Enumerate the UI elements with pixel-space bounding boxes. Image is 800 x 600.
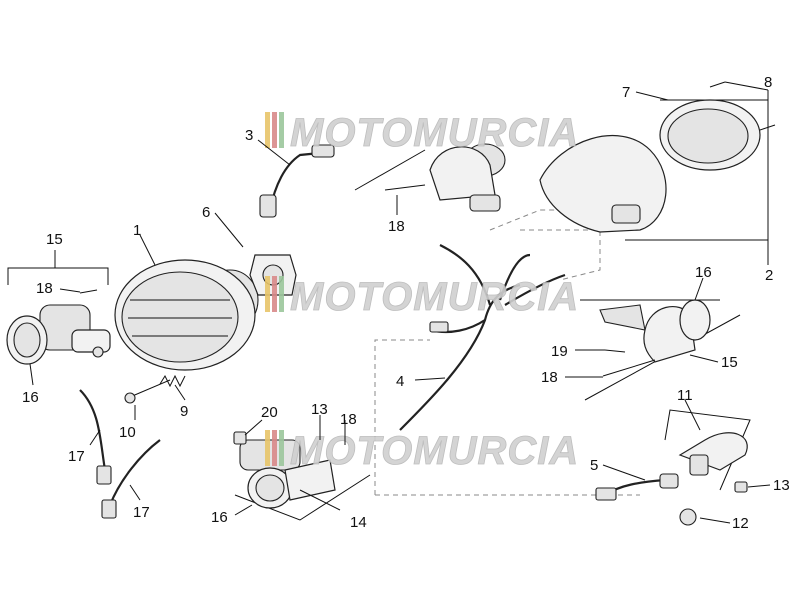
leader-lines <box>29 81 771 524</box>
plate-light-assembly <box>595 432 748 526</box>
callout-12: 12 <box>732 515 749 532</box>
callout-14: 14 <box>350 514 367 531</box>
callout-3: 3 <box>245 127 253 144</box>
left-indicator-assembly <box>6 289 111 365</box>
callout-4: 4 <box>396 373 404 390</box>
callout-18-right: 18 <box>541 369 558 386</box>
watermark-text-top: MOTOMURCIA <box>290 111 579 155</box>
watermark-logo-middle: MOTOMURCIA <box>265 275 579 319</box>
callout-8: 8 <box>764 74 772 91</box>
upper-indicator <box>384 143 506 212</box>
watermark-text-bottom: MOTOMURCIA <box>290 429 579 473</box>
wiring-harness <box>399 244 566 431</box>
callout-17-upper: 17 <box>68 448 85 465</box>
callout-16-lower: 16 <box>211 509 228 526</box>
watermark-logo-top: MOTOMURCIA <box>265 111 579 155</box>
watermark-text-middle: MOTOMURCIA <box>290 275 579 319</box>
callout-2: 2 <box>765 267 773 284</box>
callout-15-right: 15 <box>721 354 738 371</box>
callout-9: 9 <box>180 403 188 420</box>
callout-13-lower: 13 <box>311 401 328 418</box>
callout-17-lower: 17 <box>133 504 150 521</box>
right-indicator-assembly <box>599 299 711 377</box>
callout-5: 5 <box>590 457 598 474</box>
callout-11: 11 <box>677 387 693 404</box>
callout-18-upper: 18 <box>388 218 405 235</box>
callout-18-lower: 18 <box>340 411 357 428</box>
callout-13-plate: 13 <box>773 477 790 494</box>
callout-labels: 1 2 3 4 5 6 7 8 9 10 11 12 13 13 14 15 1… <box>22 74 790 532</box>
callout-7: 7 <box>622 84 630 101</box>
callout-16-left: 16 <box>22 389 39 406</box>
bulb-socket <box>249 254 297 296</box>
callout-10: 10 <box>119 424 136 441</box>
tail-light-assembly <box>539 81 776 233</box>
callout-6: 6 <box>202 204 210 221</box>
callout-18-left: 18 <box>36 280 53 297</box>
callout-1: 1 <box>133 222 141 239</box>
bulb-holder-wire <box>259 144 335 218</box>
callout-20: 20 <box>261 404 278 421</box>
headlight-assembly <box>114 259 259 371</box>
indicator-wires <box>79 389 161 519</box>
adjuster-screw <box>124 374 186 404</box>
callout-15-left: 15 <box>46 231 63 248</box>
watermark-logo-bottom: MOTOMURCIA <box>265 429 579 473</box>
callout-19: 19 <box>551 343 568 360</box>
callout-16-right: 16 <box>695 264 712 281</box>
watermark-group: MOTOMURCIA MOTOMURCIA MOTOMURCIA <box>265 111 579 473</box>
